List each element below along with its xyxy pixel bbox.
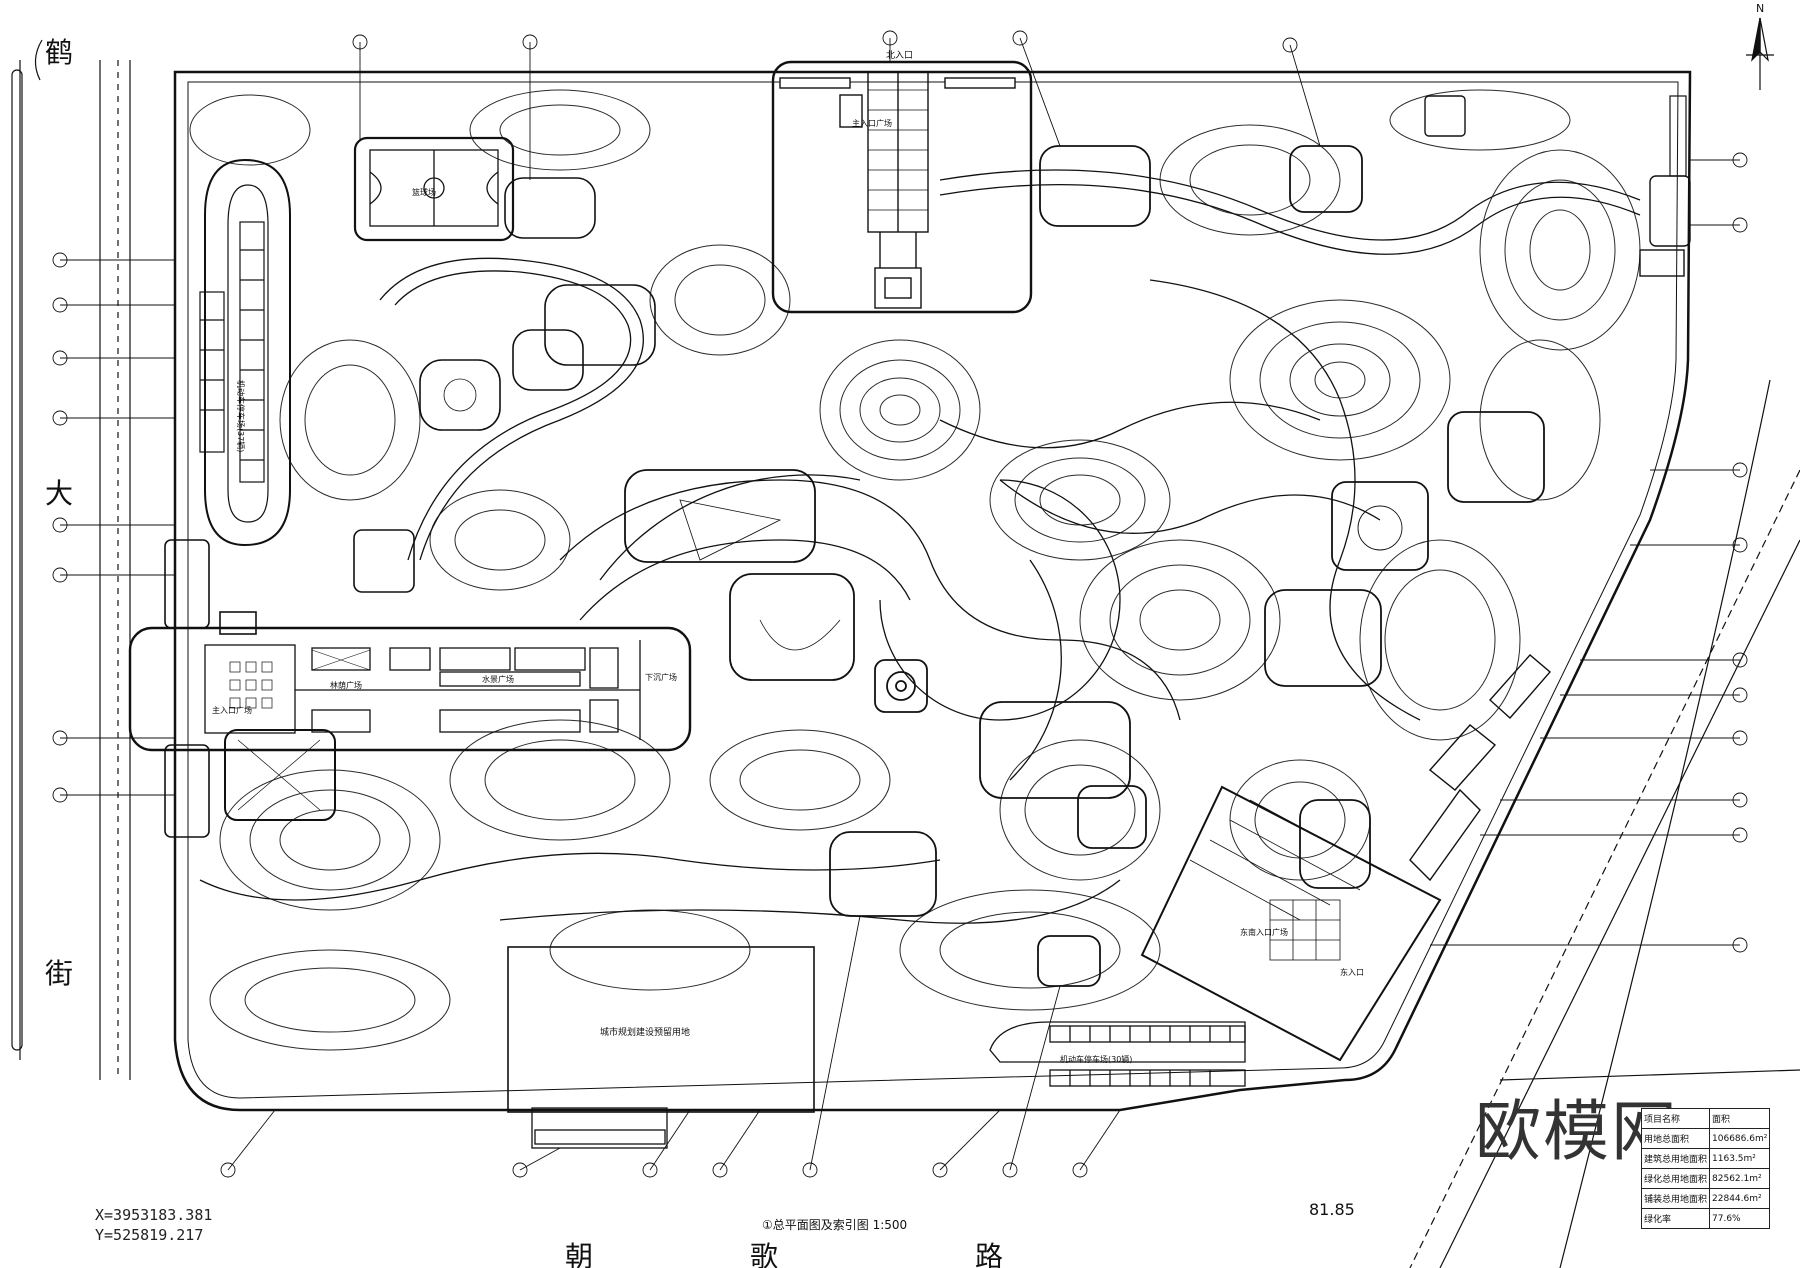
plan-title: ①总平面图及索引图 1:500 bbox=[762, 1216, 907, 1233]
table-header-row: 项目名称 面积 bbox=[1640, 1108, 1771, 1129]
table-row: 建筑总用地面积 1163.5m² bbox=[1640, 1148, 1771, 1169]
road-name-he: 鹤 bbox=[45, 36, 73, 69]
basketball-court bbox=[353, 136, 515, 242]
label-east-entrance: 东入口 bbox=[1340, 967, 1364, 977]
contour-lines bbox=[189, 89, 1641, 1051]
west-road bbox=[11, 39, 131, 1080]
table-cell-label: 用地总面积 bbox=[1640, 1128, 1711, 1149]
park-paths bbox=[199, 169, 1641, 924]
city-reserve-land bbox=[507, 946, 815, 1113]
site-boundary-inner bbox=[187, 81, 1679, 1099]
table-cell-value: 82562.1m² bbox=[1709, 1168, 1771, 1189]
table-cell-label: 建筑总用地面积 bbox=[1640, 1148, 1711, 1169]
north-entrance bbox=[771, 60, 1033, 314]
plan-title-number: ① bbox=[762, 1218, 773, 1232]
site-boundary bbox=[173, 70, 1692, 1112]
southeast-entrance-plaza bbox=[1140, 95, 1691, 1062]
main-axis-plaza bbox=[128, 626, 692, 752]
road-name-lu: 路 bbox=[975, 1240, 1003, 1268]
label-city-reserve: 城市规划建设预留用地 bbox=[600, 1026, 690, 1038]
table-cell-label: 绿化率 bbox=[1640, 1208, 1711, 1229]
road-name-ge: 歌 bbox=[750, 1240, 778, 1268]
north-label: N bbox=[1756, 2, 1764, 15]
table-row: 用地总面积 106686.6m² bbox=[1640, 1128, 1771, 1149]
table-cell-label: 绿化总用地面积 bbox=[1640, 1168, 1711, 1189]
index-callouts bbox=[52, 30, 1748, 1178]
north-arrow-icon bbox=[1746, 17, 1774, 90]
label-sunken-plaza: 下沉广场 bbox=[645, 672, 677, 682]
label-water-plaza: 水景广场 bbox=[482, 674, 514, 684]
road-name-jie: 街 bbox=[45, 957, 73, 990]
table-cell-value: 22844.6m² bbox=[1709, 1188, 1771, 1209]
road-name-zhao: 朝 bbox=[565, 1240, 593, 1268]
table-cell-value: 77.6% bbox=[1709, 1208, 1771, 1229]
label-north-entrance: 北入口 bbox=[886, 50, 913, 61]
label-entrance-plaza: 主入口广场 bbox=[852, 118, 892, 128]
site-statistics-table: 项目名称 面积 用地总面积 106686.6m² 建筑总用地面积 1163.5m… bbox=[1640, 1108, 1771, 1229]
central-features bbox=[624, 145, 1545, 987]
table-cell-value: 106686.6m² bbox=[1709, 1128, 1771, 1149]
south-parking bbox=[531, 1021, 1246, 1149]
label-southeast-entrance: 东南入口广场 bbox=[1240, 927, 1288, 937]
coordinate-x: X=3953183.381 bbox=[95, 1206, 213, 1224]
table-header-cell: 项目名称 bbox=[1640, 1108, 1711, 1129]
label-main-entrance-plaza: 主入口广场 bbox=[212, 705, 252, 715]
table-cell-label: 铺装总用地面积 bbox=[1640, 1188, 1711, 1209]
label-south-parking: 机动车停车场(30辆) bbox=[1060, 1054, 1132, 1064]
label-landscape-plaza: 林荫广场 bbox=[330, 680, 362, 690]
coordinate-y: Y=525819.217 bbox=[95, 1226, 204, 1244]
table-row: 绿化总用地面积 82562.1m² bbox=[1640, 1168, 1771, 1189]
elevation-value: 81.85 bbox=[1309, 1200, 1355, 1219]
label-west-parking: 机动车停车场(37辆) bbox=[236, 380, 246, 452]
label-basketball: 篮球场 bbox=[412, 187, 436, 197]
west-parking bbox=[199, 158, 291, 547]
table-row: 铺装总用地面积 22844.6m² bbox=[1640, 1188, 1771, 1209]
southeast-road bbox=[1409, 379, 1800, 1268]
table-cell-value: 1163.5m² bbox=[1709, 1148, 1771, 1169]
plan-title-text: 总平面图及索引图 1:500 bbox=[772, 1218, 908, 1232]
road-name-da: 大 bbox=[45, 477, 73, 510]
west-side-entrances bbox=[164, 177, 656, 838]
table-header-cell: 面积 bbox=[1709, 1108, 1771, 1129]
table-row: 绿化率 77.6% bbox=[1640, 1208, 1771, 1229]
